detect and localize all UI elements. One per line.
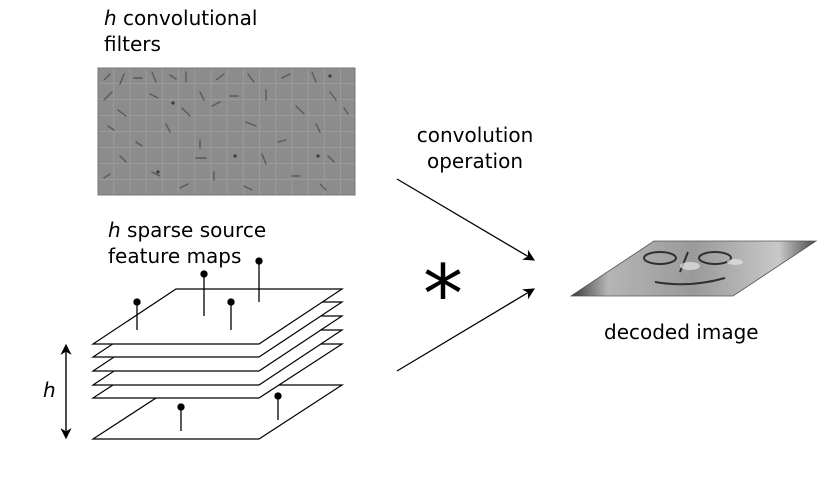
depth-axis-label: h bbox=[43, 378, 56, 402]
filters-label: h convolutional filters bbox=[104, 5, 257, 57]
convolution-label-line2: operation bbox=[426, 149, 524, 173]
convolution-label-line1: convolution bbox=[416, 123, 534, 147]
feature-maps-label-line2: feature maps bbox=[108, 244, 242, 268]
activation-pin bbox=[227, 298, 235, 306]
activation-pin bbox=[274, 392, 282, 400]
activation-pin bbox=[255, 257, 263, 265]
feature-maps-label-var: h bbox=[108, 218, 121, 242]
convolution-operator-symbol: * bbox=[423, 248, 463, 341]
convolution-operation-label: convolution operation bbox=[410, 122, 540, 174]
feature-maps-label-line1: sparse source bbox=[120, 218, 267, 242]
feature-maps-label: h sparse source feature maps bbox=[108, 217, 266, 269]
sparse-activation-pins bbox=[133, 257, 282, 431]
feature-map-stack bbox=[90, 288, 345, 440]
filters-label-var: h bbox=[104, 6, 117, 30]
arrow-from-filters bbox=[396, 178, 536, 261]
filters-label-line1: convolutional bbox=[116, 6, 258, 30]
activation-pin bbox=[177, 403, 185, 411]
decoded-image bbox=[569, 240, 818, 297]
arrow-from-feature-maps bbox=[396, 288, 536, 372]
activation-pin bbox=[133, 298, 141, 306]
decoded-image-label: decoded image bbox=[604, 320, 759, 344]
filters-label-line2: filters bbox=[104, 32, 161, 56]
activation-pin bbox=[200, 270, 208, 278]
feature-map-layer bbox=[91, 288, 344, 345]
filter-bank-image bbox=[97, 67, 356, 196]
